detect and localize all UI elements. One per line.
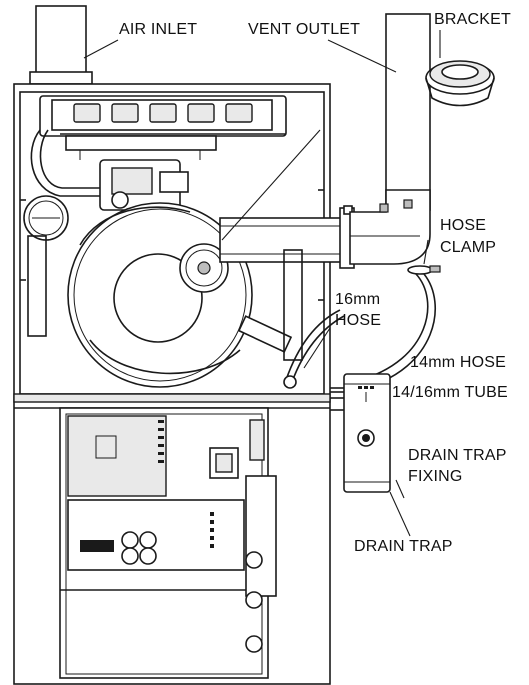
hose-clamp: [407, 265, 441, 275]
leader-lines: [83, 30, 441, 537]
vent-outlet-pipe: [349, 13, 431, 265]
label-hose-14mm: 14mm HOSE: [410, 354, 507, 371]
label-drain-trap-fixing-2: FIXING: [408, 468, 463, 485]
label-bracket: BRACKET: [434, 11, 511, 28]
label-tube-14-16mm: 14/16mm TUBE: [392, 384, 508, 401]
label-drain-trap-fixing-1: DRAIN TRAP: [408, 447, 507, 464]
bracket: [425, 60, 495, 107]
label-vent-outlet: VENT OUTLET: [248, 21, 361, 38]
control-board: [59, 407, 269, 679]
blower-housing: [245, 419, 277, 653]
pressure-switch: [23, 195, 69, 241]
label-air-inlet: AIR INLET: [119, 21, 198, 38]
label-hose-16mm-1: 16mm: [335, 291, 381, 308]
air-inlet-pipe: [29, 5, 93, 85]
label-hose-16mm-2: HOSE: [335, 312, 382, 329]
gas-valve: [30, 129, 189, 211]
label-hose-clamp-1: HOSE: [440, 217, 487, 234]
label-hose-clamp-2: CLAMP: [440, 239, 497, 256]
burner-manifold: [39, 95, 287, 160]
drain-trap: [343, 373, 391, 493]
label-drain-trap: DRAIN TRAP: [354, 538, 453, 555]
hose-16mm: [283, 309, 345, 389]
inner-panels: [20, 189, 324, 361]
inducer-motor: [179, 243, 229, 293]
